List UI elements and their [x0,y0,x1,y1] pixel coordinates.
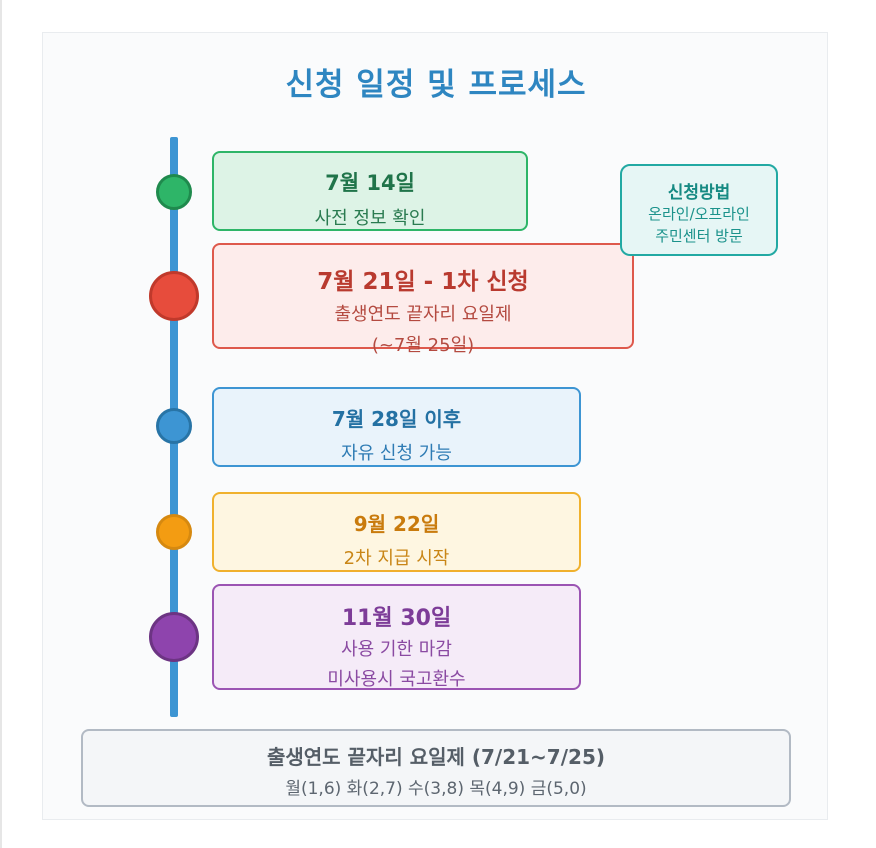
event-date: 7월 28일 이후 [331,407,462,431]
event-desc: 미사용시 국고환수 [327,669,466,690]
page-left-border [0,0,2,848]
timeline-dot-nov30 [149,612,199,662]
method-title: 신청방법 [667,183,731,203]
event-date: 7월 14일 [325,171,415,195]
event-desc: 사전 정보 확인 [314,208,426,229]
method-line: 주민센터 방문 [655,227,743,245]
diagram-title: 신청 일정 및 프로세스 [285,67,587,103]
diagram-card: 신청 일정 및 프로세스 7월 14일 사전 정보 확인 7월 21일 - 1차… [42,32,828,820]
footer-title: 출생연도 끝자리 요일제 (7/21~7/25) [266,745,606,769]
footer-detail: 월(1,6) 화(2,7) 수(3,8) 목(4,9) 금(5,0) [285,779,587,799]
event-date: 9월 22일 [353,512,440,536]
event-desc: 자유 신청 가능 [341,443,452,464]
application-method-box: 신청방법 온라인/오프라인 주민센터 방문 [620,164,778,256]
timeline-dot-jul28 [156,408,192,444]
timeline-dot-jul21 [149,271,199,321]
event-desc: 사용 기한 마감 [341,639,452,660]
event-desc: (~7월 25일) [371,335,475,356]
event-box-jul14: 7월 14일 사전 정보 확인 [212,151,528,231]
weekday-rule-footer: 출생연도 끝자리 요일제 (7/21~7/25) 월(1,6) 화(2,7) 수… [81,729,791,807]
event-box-jul28: 7월 28일 이후 자유 신청 가능 [212,387,581,467]
event-box-sep22: 9월 22일 2차 지급 시작 [212,492,581,572]
event-box-jul21: 7월 21일 - 1차 신청 출생연도 끝자리 요일제 (~7월 25일) [212,243,634,356]
timeline-dot-sep22 [156,514,192,550]
timeline-dot-jul14 [156,174,192,210]
method-line: 온라인/오프라인 [648,205,750,223]
event-date: 11월 30일 [341,606,452,631]
event-box-nov30: 11월 30일 사용 기한 마감 미사용시 국고환수 [212,584,581,690]
event-desc: 출생연도 끝자리 요일제 [334,304,512,325]
event-desc: 2차 지급 시작 [343,548,450,569]
event-date: 7월 21일 - 1차 신청 [317,269,529,295]
